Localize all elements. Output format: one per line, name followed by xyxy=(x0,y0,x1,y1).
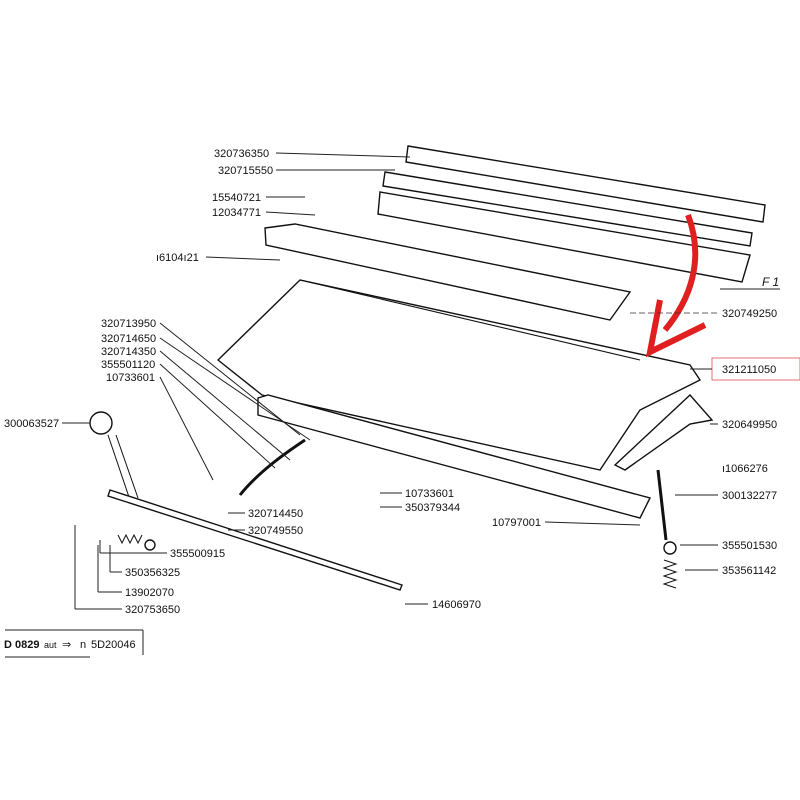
part-label-highlighted: 321211050 xyxy=(722,364,776,376)
part-label: 10733601 xyxy=(106,372,155,384)
part-label: 300132277 xyxy=(722,490,777,502)
part-label: 353561142 xyxy=(722,565,776,577)
bottom-beam xyxy=(257,394,652,519)
part-label: 355501530 xyxy=(722,540,777,552)
part-label: 320714350 xyxy=(101,346,156,358)
part-label: 355501120 xyxy=(101,359,155,371)
part-label: 300063527 xyxy=(4,418,59,430)
spring-right xyxy=(662,559,678,589)
footer-arrow: ⇒ xyxy=(62,639,71,651)
lever-handle xyxy=(107,434,139,501)
part-label: 320714450 xyxy=(248,508,303,520)
top-cover-plate xyxy=(264,223,632,321)
part-label: 355500915 xyxy=(170,548,225,560)
part-label: 12034771 xyxy=(212,207,261,219)
view-label: F 1 xyxy=(762,275,779,289)
footer-code: D 0829 xyxy=(4,639,39,651)
part-label: 320736350 xyxy=(214,148,269,160)
part-label: 320753650 xyxy=(125,604,180,616)
lever-knob xyxy=(89,411,113,435)
part-label: 320649950 xyxy=(722,419,777,431)
hood-panel xyxy=(216,279,702,471)
part-label: ı6104ı21 xyxy=(156,252,199,264)
footer-serial: 5D20046 xyxy=(91,639,136,651)
part-label: 320715550 xyxy=(218,165,273,177)
highlight-arrow xyxy=(662,213,699,332)
part-label: 350356325 xyxy=(125,567,180,579)
part-label: ı1066276 xyxy=(722,463,768,475)
link-rod xyxy=(238,438,306,496)
footer-aut: aut xyxy=(44,640,57,650)
control-rod xyxy=(107,489,403,591)
part-label: 350379344 xyxy=(405,502,460,514)
side-arm xyxy=(613,393,714,471)
part-label: 14606970 xyxy=(432,599,481,611)
part-label: 15540721 xyxy=(212,192,261,204)
spring-left xyxy=(117,533,143,545)
part-label: 320749250 xyxy=(722,308,777,320)
part-label: 320749550 xyxy=(248,525,303,537)
part-label: 320713950 xyxy=(101,318,156,330)
footer-n: n xyxy=(80,639,86,651)
top-rail-bar xyxy=(377,145,766,283)
part-label: 13902070 xyxy=(125,587,174,599)
part-label: 320714650 xyxy=(101,333,156,345)
part-label: 10733601 xyxy=(405,488,454,500)
part-label: 10797001 xyxy=(492,517,541,529)
